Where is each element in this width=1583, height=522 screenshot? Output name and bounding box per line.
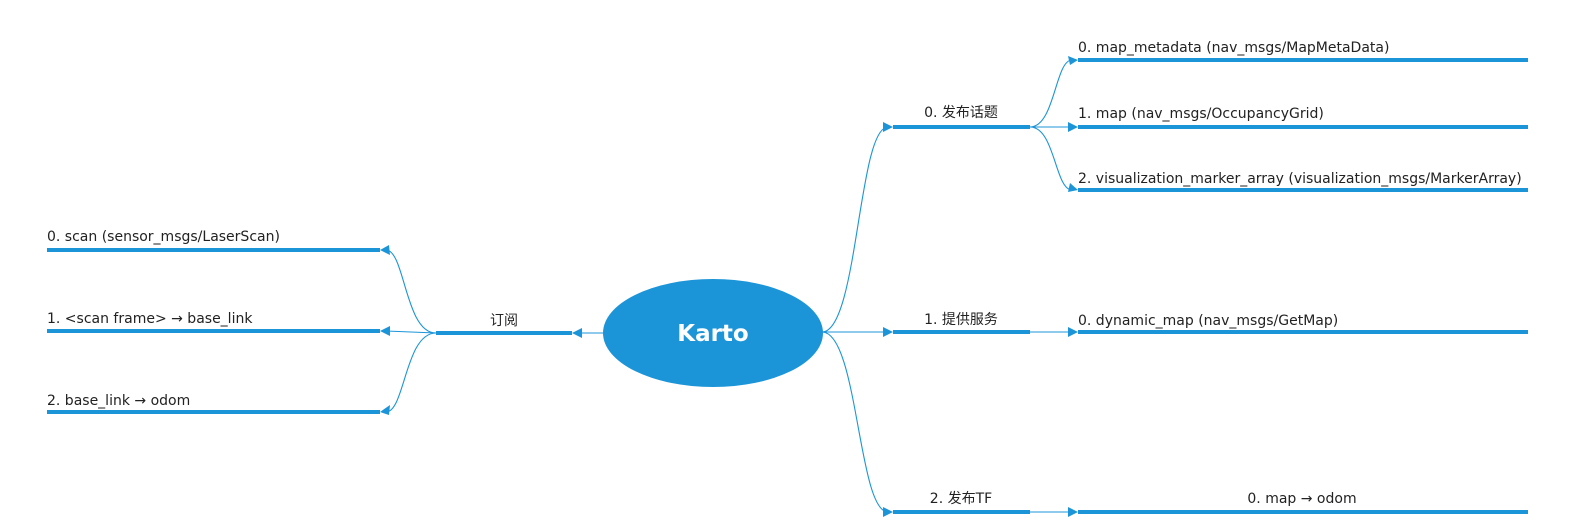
branch-subscribe[interactable]: 订阅	[436, 313, 572, 335]
branch-publish-tf[interactable]: 2. 发布TF	[893, 491, 1030, 514]
leaf-dynamic-map-label: 0. dynamic_map (nav_msgs/GetMap)	[1078, 313, 1338, 329]
leaf-base-link-odom[interactable]: 2. base_link → odom	[47, 393, 380, 414]
arrowhead-provide-services	[883, 327, 893, 337]
arrowheads	[380, 56, 1078, 517]
connector-subscribe-to-scan	[385, 249, 437, 334]
arrowhead-map-odom	[1068, 507, 1078, 517]
connector-subscribe-to-base-link	[385, 332, 437, 413]
connector-root-to-publish-tf	[821, 331, 889, 513]
leaf-map-odom-label: 0. map → odom	[1247, 491, 1356, 507]
leaf-scan-label: 0. scan (sensor_msgs/LaserScan)	[47, 229, 280, 245]
root-node[interactable]: Karto	[603, 279, 823, 387]
leaf-map[interactable]: 1. map (nav_msgs/OccupancyGrid)	[1078, 106, 1528, 129]
leaf-scan-frame-label: 1. <scan frame> → base_link	[47, 311, 253, 327]
branch-provide-services[interactable]: 1. 提供服务	[893, 312, 1030, 334]
leaf-base-link-odom-label: 2. base_link → odom	[47, 393, 190, 409]
leaf-visualization-marker-array-label: 2. visualization_marker_array (visualiza…	[1078, 171, 1522, 187]
leaf-map-metadata-label: 0. map_metadata (nav_msgs/MapMetaData)	[1078, 40, 1389, 56]
connectors	[385, 59, 1073, 513]
leaf-scan-frame[interactable]: 1. <scan frame> → base_link	[47, 311, 380, 333]
root-node-label: Karto	[677, 321, 748, 347]
branch-provide-services-label: 1. 提供服务	[924, 312, 998, 328]
arrowhead-subscribe	[572, 328, 582, 338]
leaf-map-label: 1. map (nav_msgs/OccupancyGrid)	[1078, 106, 1324, 122]
leaf-scan[interactable]: 0. scan (sensor_msgs/LaserScan)	[47, 229, 380, 252]
arrowhead-map-metadata	[1068, 56, 1078, 65]
arrowhead-publish-topics	[883, 122, 893, 132]
branch-subscribe-label: 订阅	[490, 313, 518, 329]
leaf-dynamic-map[interactable]: 0. dynamic_map (nav_msgs/GetMap)	[1078, 313, 1528, 334]
connector-topics-to-map-metadata	[1029, 59, 1073, 128]
arrowhead-scan	[380, 245, 390, 255]
arrowhead-dynamic-map	[1068, 327, 1078, 337]
branch-publish-topics-label: 0. 发布话题	[924, 105, 998, 121]
branch-publish-topics[interactable]: 0. 发布话题	[893, 105, 1030, 129]
root-node-shape	[603, 279, 823, 387]
connector-root-to-publish-topics	[821, 126, 889, 333]
leaf-visualization-marker-array[interactable]: 2. visualization_marker_array (visualiza…	[1078, 171, 1528, 192]
arrowhead-publish-tf	[883, 507, 893, 517]
arrowhead-base-link	[380, 405, 390, 415]
leaf-map-odom[interactable]: 0. map → odom	[1078, 491, 1528, 514]
arrowhead-visualization	[1068, 183, 1078, 192]
arrowhead-map	[1068, 122, 1078, 132]
connector-subscribe-to-scan-frame	[385, 330, 437, 334]
branch-publish-tf-label: 2. 发布TF	[930, 491, 992, 507]
leaf-map-metadata[interactable]: 0. map_metadata (nav_msgs/MapMetaData)	[1078, 40, 1528, 62]
connector-topics-to-visualization	[1029, 126, 1073, 191]
arrowhead-scan-frame	[380, 326, 390, 336]
